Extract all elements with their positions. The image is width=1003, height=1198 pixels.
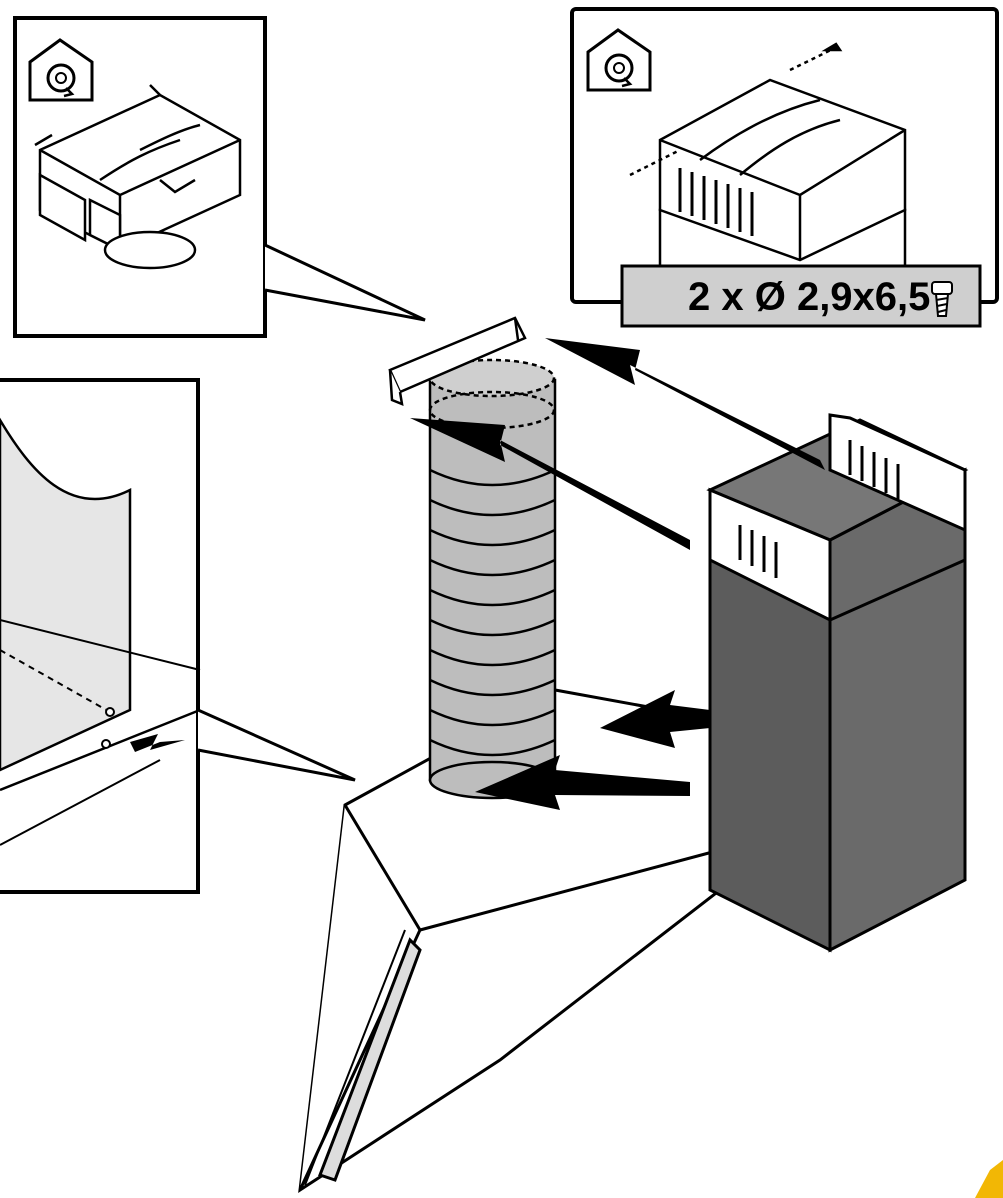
accent-mark — [975, 1160, 1003, 1198]
flexible-duct — [428, 358, 557, 800]
top-bracket — [388, 316, 527, 406]
chimney-louvres — [738, 440, 900, 578]
motor-unit-drawing — [34, 84, 242, 270]
arrow-icon — [545, 338, 825, 470]
screw-spec-box — [620, 264, 982, 328]
arrow-icon — [600, 690, 710, 748]
inset-left — [0, 378, 356, 894]
inset-top-right: 2 x Ø 2,9x6,5 — [570, 7, 999, 328]
chimney-cover — [706, 413, 969, 953]
recirculation-house-icon — [586, 28, 652, 92]
screw-spec-label: 2 x Ø 2,9x6,5 — [688, 275, 930, 319]
screw-icon — [931, 281, 953, 317]
assembly-arrows — [410, 338, 825, 810]
arrow-icon — [475, 755, 690, 810]
inset-top-left — [13, 16, 426, 338]
vent-louvres — [678, 168, 754, 236]
callout-pointer — [264, 243, 426, 322]
recirculation-house-icon — [28, 38, 94, 102]
arrow-icon — [130, 734, 185, 752]
